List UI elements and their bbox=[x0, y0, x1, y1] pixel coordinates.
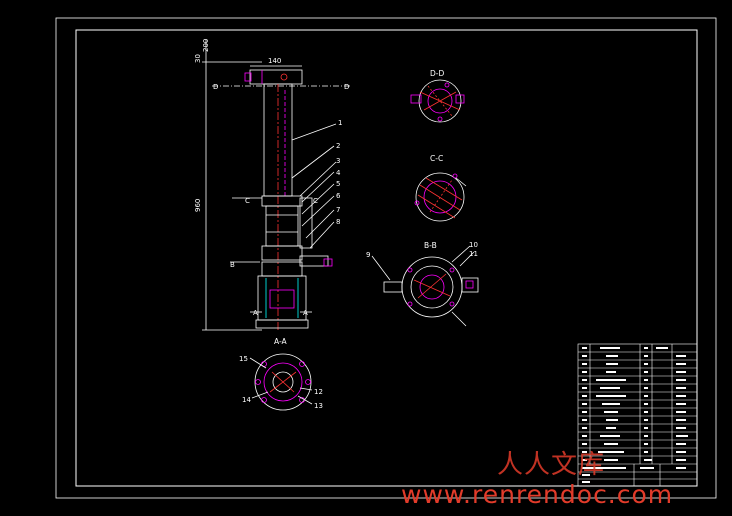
watermark-url: www.renrendoc.com bbox=[401, 480, 674, 509]
main-elevation-view bbox=[202, 40, 350, 331]
part-number-15: 15 bbox=[239, 355, 248, 363]
part-number-11: 11 bbox=[469, 250, 478, 258]
cut-mark-d-right: D bbox=[344, 83, 349, 91]
part-number-1: 1 bbox=[338, 119, 342, 127]
part-number-12: 12 bbox=[314, 388, 323, 396]
cut-mark-c-right: C bbox=[313, 197, 318, 205]
dim-200: 200 bbox=[202, 39, 210, 52]
part-number-5: 5 bbox=[336, 180, 340, 188]
drawing-border bbox=[75, 29, 698, 487]
part-number-9: 9 bbox=[366, 251, 370, 259]
cut-mark-a-right: A bbox=[303, 309, 308, 317]
cut-mark-d-left: D bbox=[213, 83, 218, 91]
section-title-aa: A-A bbox=[274, 337, 288, 346]
parts-list-table bbox=[577, 343, 698, 487]
section-bb-view bbox=[371, 245, 479, 327]
part-number-10: 10 bbox=[469, 241, 478, 249]
part-number-8: 8 bbox=[336, 218, 340, 226]
cut-mark-c-left: C bbox=[245, 197, 250, 205]
cut-mark-a-left: A bbox=[253, 309, 258, 317]
part-number-14: 14 bbox=[242, 396, 251, 404]
section-title-bb: B-B bbox=[424, 241, 437, 250]
part-number-2: 2 bbox=[336, 142, 340, 150]
dim-30: 30 bbox=[194, 54, 202, 63]
section-title-dd: D-D bbox=[430, 69, 444, 78]
part-number-3: 3 bbox=[336, 157, 340, 165]
section-cc-view bbox=[414, 172, 467, 222]
part-number-4: 4 bbox=[336, 169, 341, 177]
watermark-cn: 人人文库 bbox=[497, 450, 606, 480]
cut-mark-b-left: B bbox=[230, 261, 235, 269]
part-number-13: 13 bbox=[314, 402, 323, 410]
dim-140: 140 bbox=[268, 57, 281, 65]
part-number-7: 7 bbox=[336, 206, 340, 214]
section-title-cc: C-C bbox=[430, 154, 443, 163]
part-number-6: 6 bbox=[336, 192, 341, 200]
parts-list-cell-marks bbox=[582, 347, 688, 483]
section-dd-view bbox=[410, 79, 465, 123]
outer-frame bbox=[55, 17, 717, 499]
dim-960: 960 bbox=[194, 199, 202, 212]
section-aa-view bbox=[249, 353, 313, 411]
